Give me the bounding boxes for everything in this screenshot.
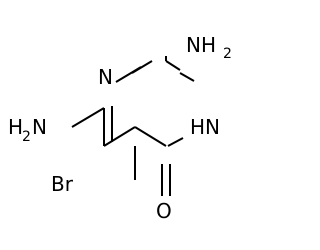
atom-label-o: O [156, 199, 172, 223]
atom-label-n1: N [98, 65, 113, 89]
bond-c5-c6 [103, 126, 136, 147]
atom-label-top-nh: NH [186, 33, 216, 57]
structure-drawing: NH 2 N N H H 2 N Br O [8, 33, 232, 223]
atom-label-top-nh-sub: 2 [223, 46, 232, 62]
bond-c4-c5 [134, 126, 167, 147]
bond-c6-nh2-left [71, 107, 105, 128]
atom-label-left-h: H [8, 115, 23, 139]
atom-label-h3: H [190, 115, 205, 139]
atom-label-left-sub: 2 [22, 129, 31, 145]
atom-label-left-n: N [32, 115, 47, 139]
bond-c2-n3 [179, 72, 195, 82]
atom-label-n3: N [205, 115, 220, 139]
bond-c2-top [165, 60, 181, 71]
bond-n3-c4 [167, 137, 184, 147]
molecule-canvas: NH 2 N N H H 2 N Br O [8, 33, 232, 223]
atom-label-br: Br [51, 172, 74, 196]
bond-n1-c2-double [115, 66, 142, 83]
